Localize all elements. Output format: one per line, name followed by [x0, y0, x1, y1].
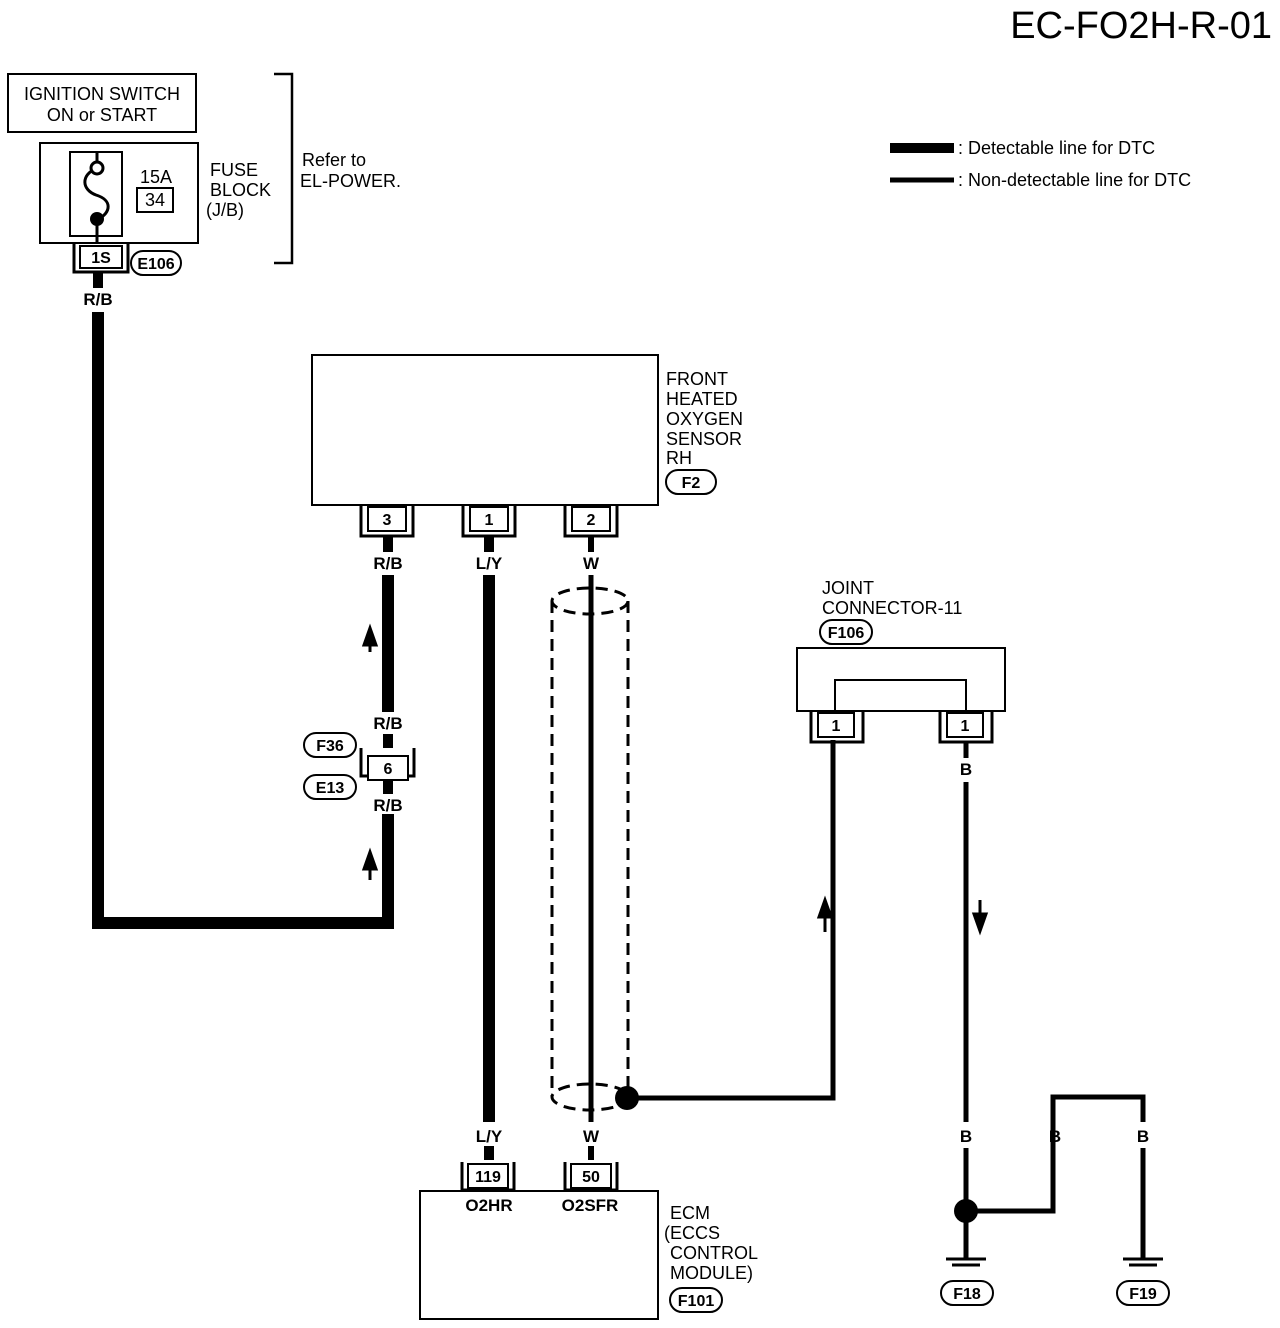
ground-f19: F19 [1129, 1286, 1157, 1303]
fuse-rating: 15A [140, 167, 172, 187]
fuse-icon [83, 152, 110, 222]
ecm-pin-119: 119 [475, 1169, 501, 1186]
wire-label-w-bottom: W [583, 1127, 600, 1146]
arrow-up-icon [361, 847, 379, 880]
wire-label-w-top: W [583, 554, 600, 573]
fuse-terminal: 1S [91, 250, 111, 267]
diagram-id: EC-FO2H-R-01 [1010, 5, 1272, 47]
sensor-line1: FRONT [666, 369, 728, 389]
ecm-line1: ECM [670, 1203, 710, 1223]
sensor-connector: F2 [682, 475, 701, 492]
ignition-switch: IGNITION SWITCH ON or START [7, 73, 197, 133]
ground-icon [1123, 1257, 1163, 1267]
wire-rb-main [92, 312, 394, 929]
joint-connector-id: F106 [828, 625, 865, 642]
wire-label-ly-bottom: L/Y [476, 1127, 503, 1146]
sensor-line3: OXYGEN [666, 409, 743, 429]
wire-shield-drain [627, 740, 836, 1101]
joint-pin-right: 1 [961, 718, 970, 735]
joint-connector: JOINT CONNECTOR-11 F106 1 1 [796, 578, 1006, 744]
wire-label-b-f19: B [1137, 1127, 1149, 1146]
sensor-line2: HEATED [666, 389, 738, 409]
inline-connector-pin: 6 [384, 761, 393, 778]
sensor-line4: SENSOR [666, 429, 742, 449]
front-heated-oxygen-sensor: FRONT HEATED OXYGEN SENSOR RH F2 3 1 2 [311, 354, 743, 538]
refer-bracket [274, 72, 294, 265]
ecm-pin-name-o2hr: O2HR [465, 1196, 512, 1215]
ecm-line2: (ECCS [664, 1223, 720, 1243]
inline-connector-bottom: E13 [316, 780, 345, 797]
fuse-label-2: BLOCK [210, 180, 271, 200]
fuse-block: 15A 34 FUSE BLOCK (J/B) 1S E106 [39, 142, 271, 276]
arrow-down-icon [971, 900, 989, 936]
legend-detectable-text: : Detectable line for DTC [958, 138, 1155, 158]
fuse-number: 34 [145, 190, 165, 210]
wire-label-rb-sensor: R/B [373, 554, 402, 573]
ecm: 119 50 O2HR O2SFR ECM (ECCS CONTROL MODU… [419, 1162, 758, 1320]
sensor-pin-1: 1 [485, 512, 494, 529]
wire-label-rb-f36: R/B [373, 714, 402, 733]
joint-line1: JOINT [822, 578, 874, 598]
joint-line2: CONNECTOR-11 [822, 598, 962, 618]
wire-b-branch [966, 1094, 1146, 1214]
ground-f18: F18 [953, 1286, 981, 1303]
joint-pin-left: 1 [832, 718, 841, 735]
wire-label-b-branch: B [1049, 1127, 1061, 1146]
wire-label-rb-e13: R/B [373, 796, 402, 815]
wire-label-ly-top: L/Y [476, 554, 503, 573]
refer-line2: EL-POWER. [300, 171, 401, 191]
fuse-label-1: FUSE [210, 160, 258, 180]
ecm-pin-name-o2sfr: O2SFR [562, 1196, 619, 1215]
sensor-pin-2: 2 [587, 512, 596, 529]
arrow-up-icon [816, 895, 834, 932]
ecm-connector: F101 [678, 1293, 715, 1310]
legend: : Detectable line for DTC : Non-detectab… [890, 138, 1191, 190]
legend-non-detectable-text: : Non-detectable line for DTC [958, 170, 1191, 190]
ignition-line2: ON or START [47, 105, 157, 125]
arrow-up-icon [361, 623, 379, 652]
ecm-pin-50: 50 [582, 1169, 600, 1186]
fuse-connector: E106 [137, 256, 174, 273]
sensor-pin-3: 3 [383, 512, 392, 529]
wire-label-b-bottom: B [960, 1127, 972, 1146]
refer-line1: Refer to [302, 150, 366, 170]
fuse-label-3: (J/B) [206, 200, 244, 220]
sensor-line5: RH [666, 448, 692, 468]
ecm-line4: MODULE) [670, 1263, 753, 1283]
wire-label-rb-fuse: R/B [83, 290, 112, 309]
ignition-line1: IGNITION SWITCH [24, 84, 180, 104]
ground-icon [946, 1257, 986, 1267]
ecm-line3: CONTROL [670, 1243, 758, 1263]
inline-connector-top: F36 [316, 738, 344, 755]
wire-label-b-top: B [960, 760, 972, 779]
